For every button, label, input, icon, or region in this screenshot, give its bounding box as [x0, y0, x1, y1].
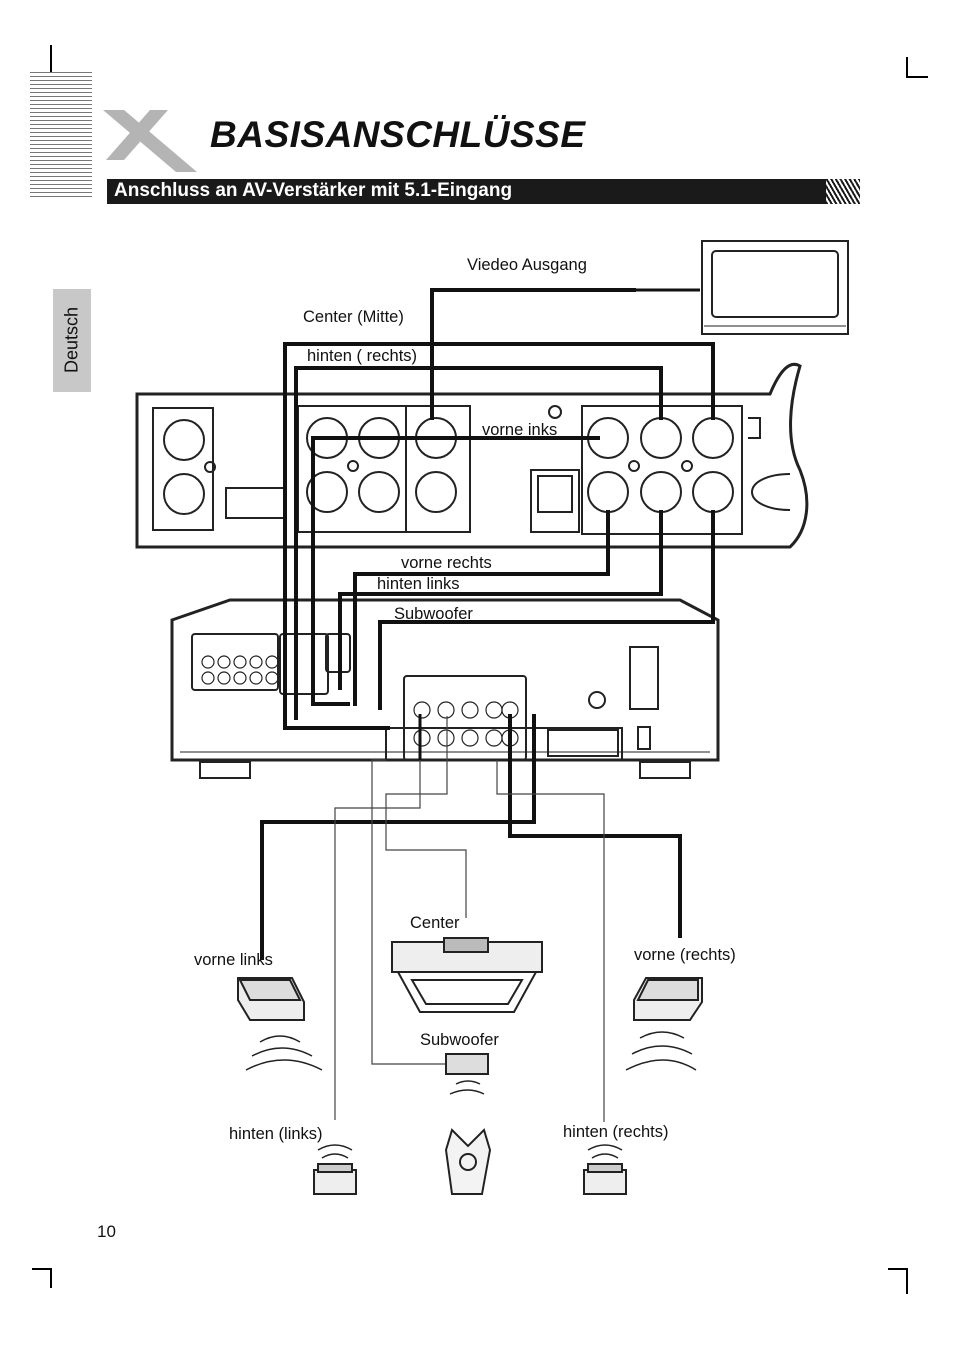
crop-mark-bottom-right-vertical [906, 1268, 908, 1294]
header-stripes-decoration [30, 72, 92, 200]
section-title: Anschluss an AV-Verstärker mit 5.1-Einga… [114, 180, 513, 201]
thin-speaker-wires [334, 716, 605, 1122]
speaker-subwoofer-icon [444, 1053, 492, 1195]
label-video-output: Viedeo Ausgang [467, 256, 587, 274]
label-subwoofer-speaker: Subwoofer [420, 1031, 499, 1049]
label-subwoofer-cable: Subwoofer [394, 605, 473, 623]
crop-mark-bottom-left-vertical [50, 1268, 52, 1288]
speaker-rear-right-icon [583, 1144, 627, 1195]
label-front-right-speaker: vorne (rechts) [634, 946, 736, 964]
section-header-bar [107, 179, 835, 204]
label-front-right-cable: vorne rechts [401, 554, 492, 572]
label-rear-right-speaker: hinten (rechts) [563, 1123, 669, 1141]
label-center-speaker: Center [410, 914, 460, 932]
label-center-cable: Center (Mitte) [303, 308, 404, 326]
label-front-left-cable: vorne inks [482, 421, 558, 439]
page-number: 10 [97, 1222, 116, 1241]
speaker-center-icon [391, 937, 543, 1013]
speaker-rear-left-icon [313, 1144, 357, 1195]
label-front-left-speaker: vorne links [194, 951, 273, 969]
label-rear-left-cable: hinten links [377, 575, 460, 593]
crop-mark-bottom-left-horizontal [32, 1268, 52, 1270]
av-amplifier-rear-panel [170, 598, 720, 779]
language-tab [53, 289, 91, 392]
tv-monitor-icon [701, 240, 849, 335]
cables [260, 288, 715, 960]
speaker-front-right-icon [625, 977, 703, 1071]
label-rear-right-cable: hinten ( rechts) [307, 347, 418, 365]
speaker-front-left-icon [237, 977, 323, 1071]
crop-mark-top-right-vertical [906, 57, 908, 77]
label-rear-left-speaker: hinten (links) [229, 1125, 323, 1143]
section-header-bar-hatch [826, 179, 860, 204]
crop-mark-top-right-horizontal [906, 76, 928, 78]
dvd-player-rear-panel [135, 362, 809, 549]
crop-mark-bottom-right-horizontal [888, 1268, 908, 1270]
crop-mark-top-left-vertical [50, 45, 52, 77]
page-title: BASISANSCHLÜSSE [210, 114, 586, 155]
